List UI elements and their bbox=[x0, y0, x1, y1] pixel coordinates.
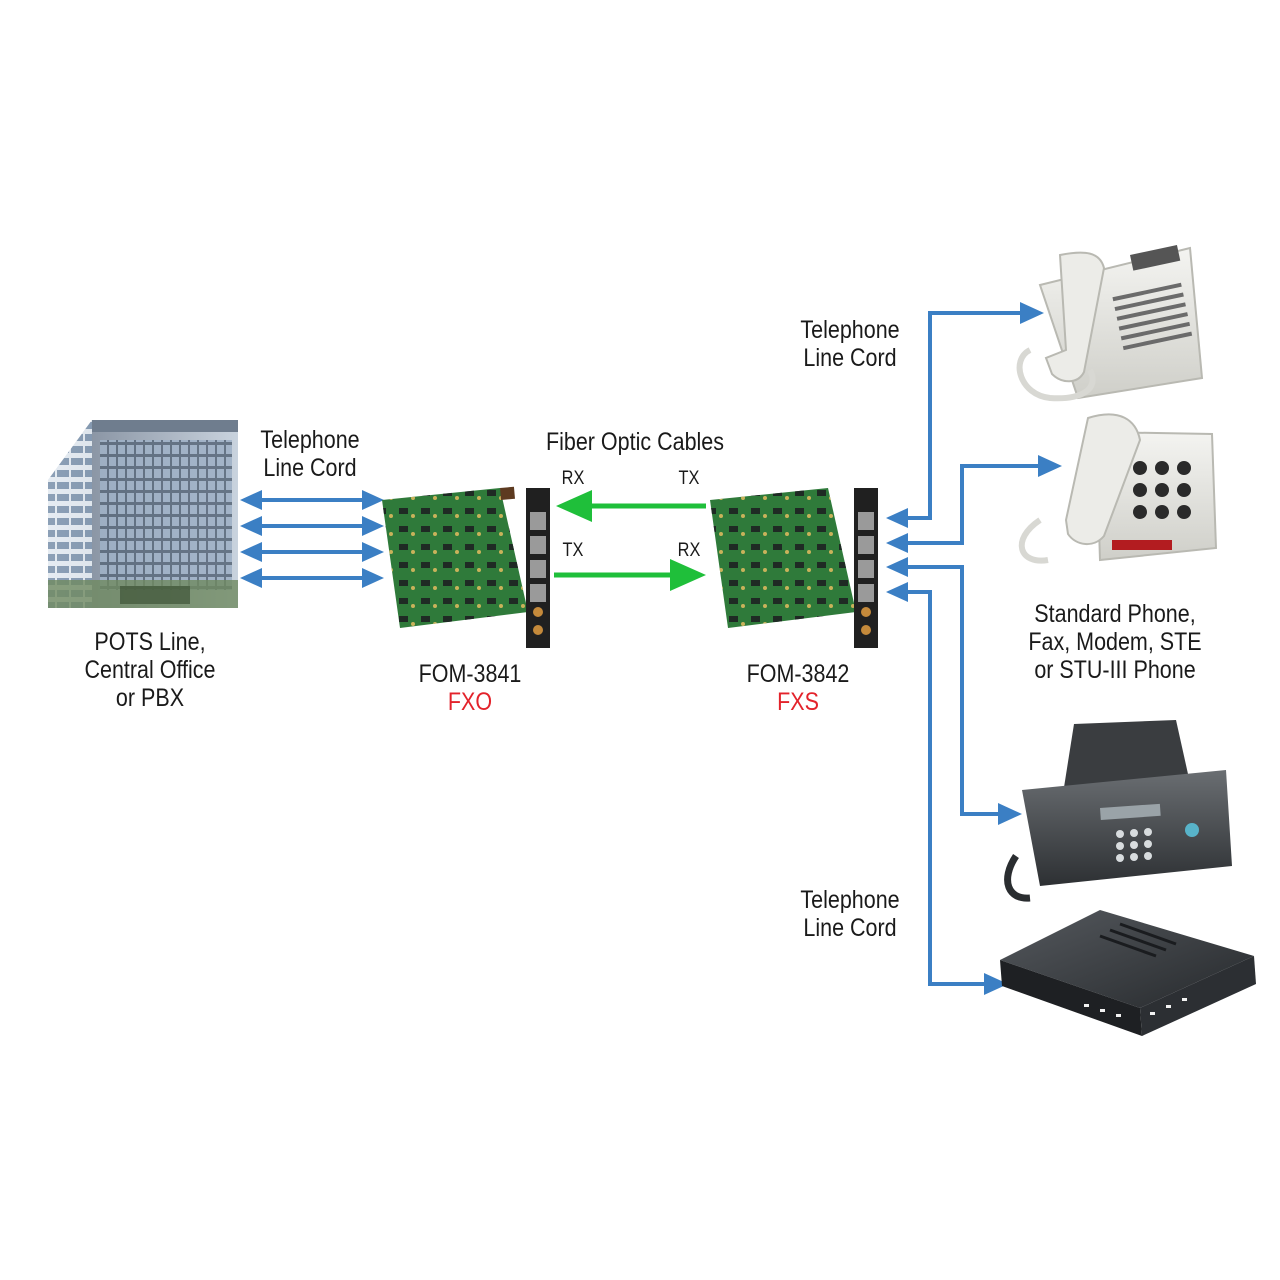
fxo-tx-label: TX bbox=[562, 540, 584, 561]
copper-arrowheads-right bbox=[886, 302, 1062, 995]
fax-machine-icon bbox=[1004, 720, 1232, 902]
modem-icon bbox=[1000, 910, 1256, 1036]
devices-label: Standard Phone, Fax, Modem, STE or STU-I… bbox=[1028, 600, 1202, 684]
fxs-card-icon bbox=[710, 488, 878, 648]
copper-links-right bbox=[906, 311, 1040, 986]
multiline-phone-icon bbox=[1016, 245, 1204, 402]
source-label: POTS Line, Central Office or PBX bbox=[84, 628, 216, 712]
fiber-cables-label: Fiber Optic Cables bbox=[545, 428, 725, 456]
desk-phone-icon bbox=[1018, 413, 1218, 564]
copper-cord-label-left: Telephone Line Cord bbox=[260, 426, 360, 482]
office-building-icon bbox=[48, 420, 238, 608]
fiber-links bbox=[554, 490, 706, 591]
fxs-tx-label: TX bbox=[678, 468, 700, 489]
copper-cord-label-right-top: Telephone Line Cord bbox=[800, 316, 900, 372]
fxs-model-label: FOM-3842 FXS bbox=[721, 660, 876, 716]
fxo-type-label: FXO bbox=[447, 688, 493, 716]
fxo-rx-label: RX bbox=[561, 468, 585, 489]
fxo-model-label: FOM-3841 FXO bbox=[393, 660, 548, 716]
copper-cord-label-right-bottom: Telephone Line Cord bbox=[800, 886, 900, 942]
fxo-card-icon bbox=[382, 486, 550, 648]
copper-links-left bbox=[240, 490, 384, 588]
fxs-rx-label: RX bbox=[677, 540, 701, 561]
fxs-type-label: FXS bbox=[777, 688, 819, 716]
